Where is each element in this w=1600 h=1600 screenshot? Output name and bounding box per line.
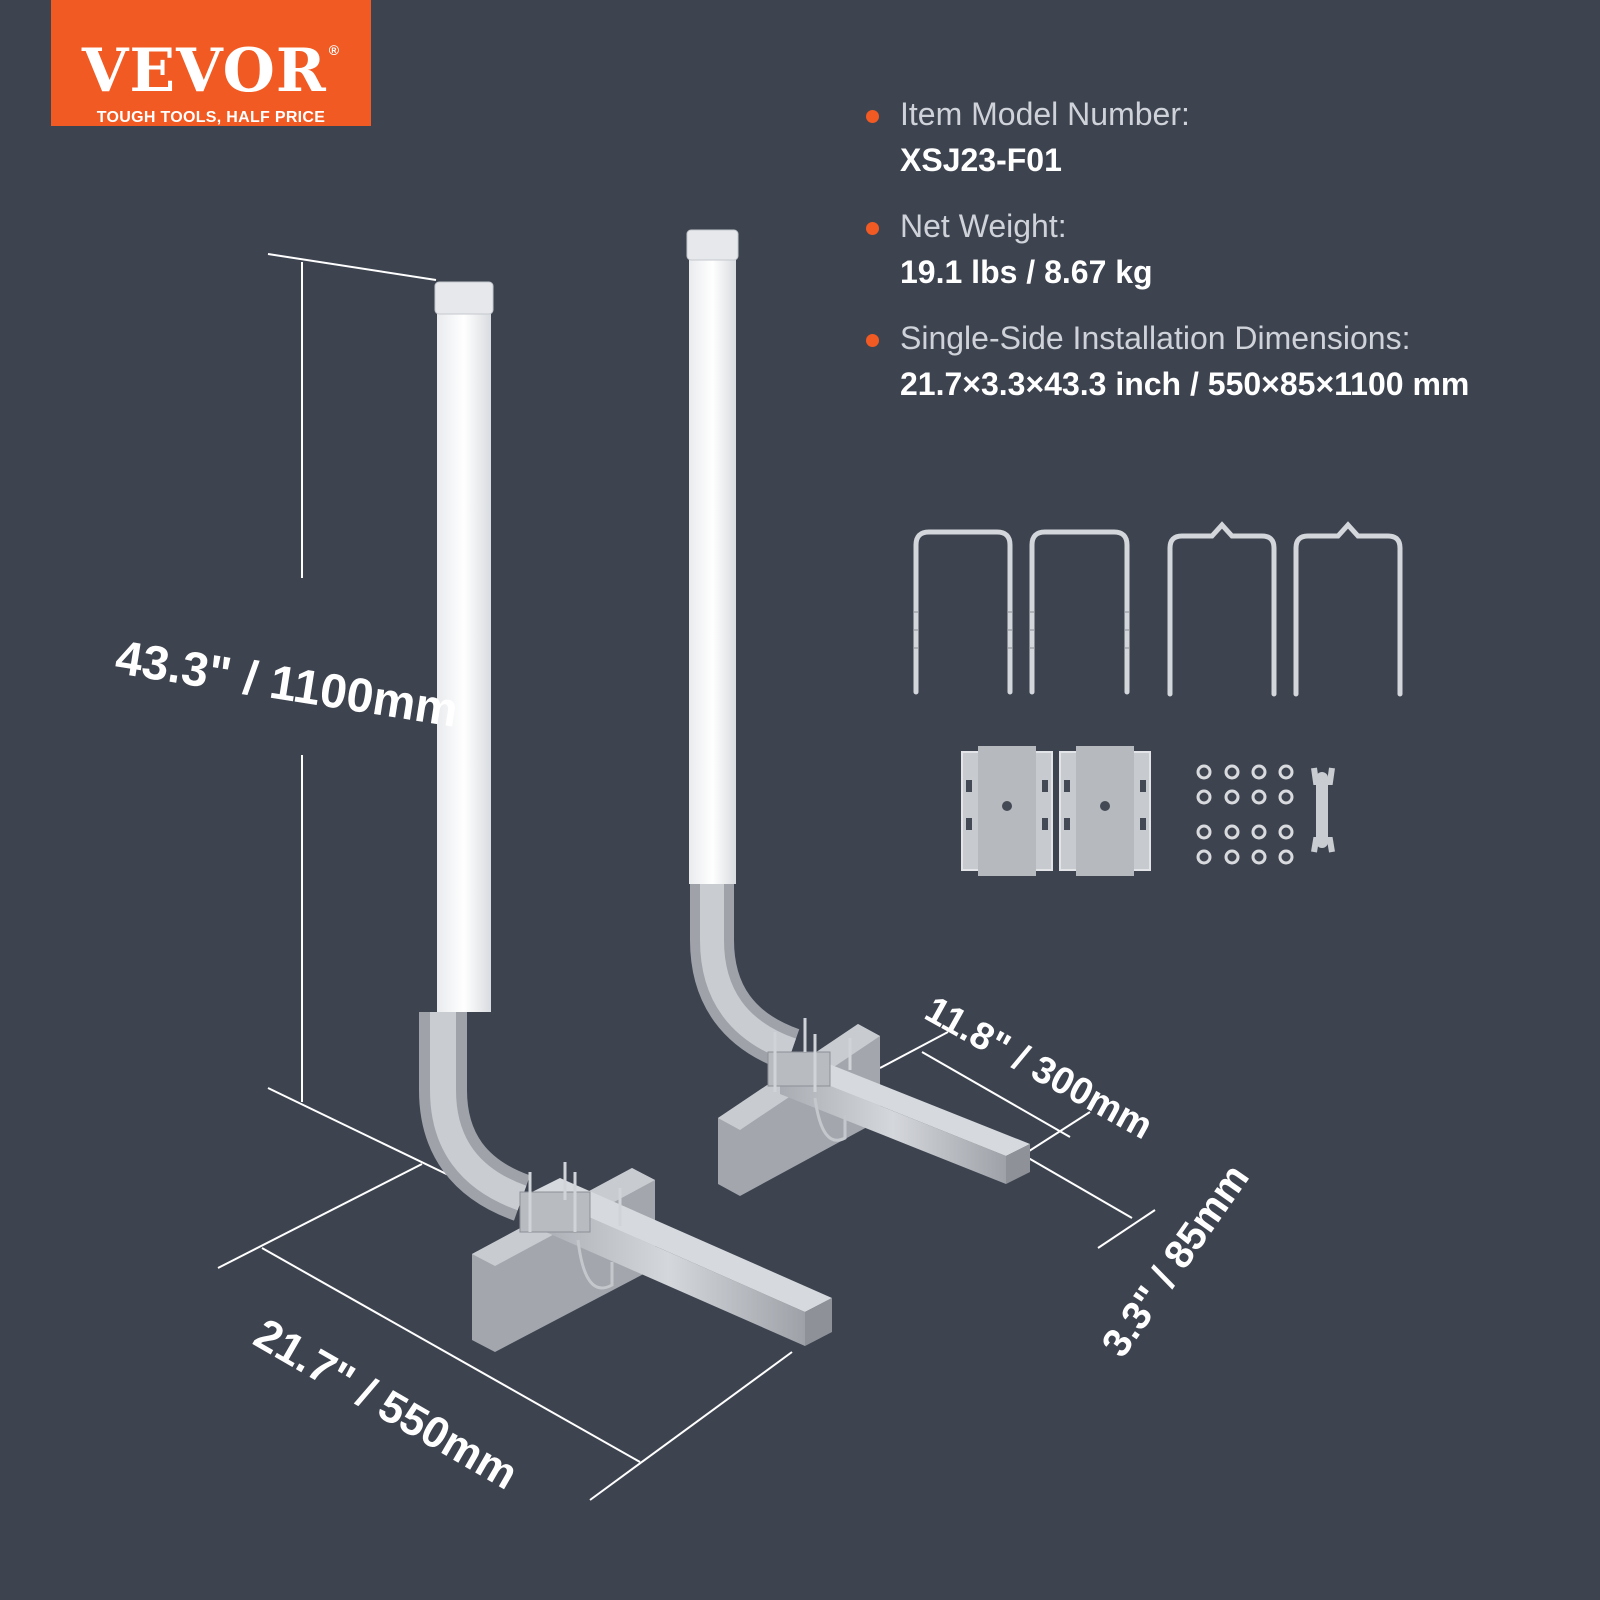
spec-list: Item Model Number: XSJ23-F01 Net Weight:…: [866, 92, 1586, 428]
spec-item-model: Item Model Number: XSJ23-F01: [866, 92, 1586, 184]
u-bolts-accessory: [913, 521, 1403, 697]
bullet-dot-icon: [866, 110, 879, 123]
spec-item-dimensions: Single-Side Installation Dimensions: 21.…: [866, 316, 1586, 408]
brand-name: VEVOR: [81, 36, 327, 106]
registered-mark: ®: [328, 42, 341, 58]
wrench-icon: [1311, 767, 1335, 853]
left-bunk-post: [419, 281, 832, 1352]
spec-label: Net Weight:: [900, 208, 1067, 244]
bolt-threads: [913, 611, 1130, 649]
dimension-lines: [217, 253, 1156, 1501]
bullet-dot-icon: [866, 334, 879, 347]
brand-tagline: TOUGH TOOLS, HALF PRICE: [96, 109, 326, 126]
nuts-and-washers: [1196, 764, 1294, 865]
spec-value: 21.7×3.3×43.3 inch / 550×85×1100 mm: [900, 366, 1470, 402]
spec-label: Item Model Number:: [900, 96, 1190, 132]
mounting-plates: [961, 746, 1151, 876]
spec-item-weight: Net Weight: 19.1 lbs / 8.67 kg: [866, 204, 1586, 296]
spec-value: XSJ23-F01: [900, 142, 1062, 178]
bullet-dot-icon: [866, 222, 879, 235]
spec-value: 19.1 lbs / 8.67 kg: [900, 254, 1153, 290]
spec-label: Single-Side Installation Dimensions:: [900, 320, 1411, 356]
right-bunk-post: [686, 229, 1030, 1196]
vevor-logo: VEVOR® TOUGH TOOLS, HALF PRICE: [51, 0, 371, 126]
